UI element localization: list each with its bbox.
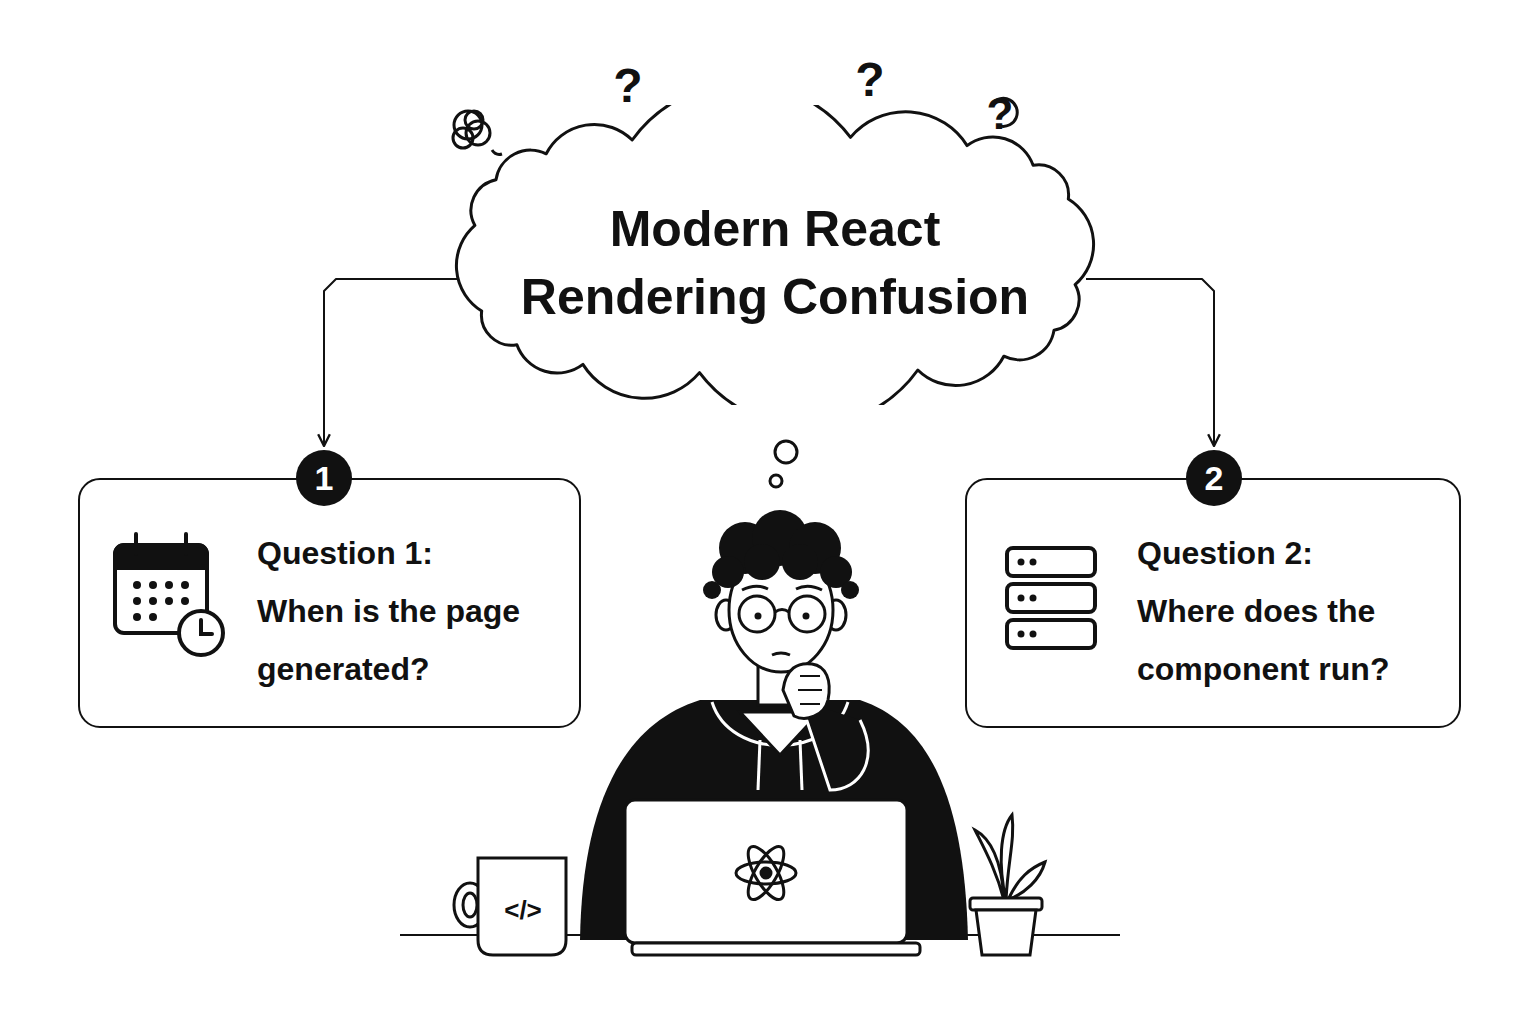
mug <box>478 858 566 955</box>
plant <box>970 898 1042 910</box>
laptop <box>736 842 796 905</box>
calendar-icon <box>115 545 207 568</box>
person <box>755 613 762 620</box>
person <box>783 664 829 719</box>
calendar-icon <box>165 597 173 605</box>
calendar-icon <box>133 581 141 589</box>
callout-number: 1 <box>315 461 334 495</box>
person <box>703 581 721 599</box>
cloud-title: Modern React Rendering Confusion <box>505 195 1045 331</box>
calendar-icon <box>134 534 138 554</box>
server-icon <box>1007 620 1095 648</box>
calendar-icon <box>184 534 188 554</box>
server-icon <box>1007 548 1095 576</box>
person <box>782 544 818 580</box>
person <box>803 613 810 620</box>
server-icon <box>1030 631 1037 638</box>
callout-number: 2 <box>1205 461 1224 495</box>
server-icon <box>1007 548 1095 648</box>
calendar-icon <box>181 581 189 589</box>
mug <box>454 858 566 955</box>
scribble <box>466 121 490 145</box>
question-heading: Question 1: <box>257 524 557 582</box>
question-text: Question 2:Where does the component run? <box>1137 524 1437 698</box>
scribble <box>465 111 483 129</box>
person <box>758 740 760 790</box>
mug <box>463 893 477 917</box>
person <box>739 586 825 655</box>
laptop <box>741 842 790 905</box>
thought-bubbles <box>770 475 782 487</box>
person <box>800 740 802 790</box>
question-mark: ? <box>613 62 642 110</box>
connector-arrow <box>324 279 464 446</box>
calendar-icon <box>165 581 173 589</box>
laptop <box>625 800 920 955</box>
thought-bubbles <box>770 441 797 487</box>
calendar-icon <box>181 597 189 605</box>
calendar-icon <box>115 534 223 655</box>
question-box: Question 2:Where does the component run?… <box>965 478 1461 728</box>
person <box>841 581 859 599</box>
laptop <box>761 868 771 878</box>
server-icon <box>1018 559 1025 566</box>
number-badge: 2 <box>1186 450 1242 506</box>
connector-arrow <box>1086 279 1214 446</box>
question-body: Where does the component run? <box>1137 582 1437 698</box>
server-icon <box>1007 584 1095 612</box>
question-heading: Question 2: <box>1137 524 1437 582</box>
person <box>744 544 780 580</box>
scribble <box>454 111 482 139</box>
person <box>772 653 790 655</box>
thought-bubbles <box>775 441 797 463</box>
person <box>789 596 825 632</box>
calendar-icon <box>149 613 157 621</box>
scribble <box>453 111 502 155</box>
server-icon <box>1018 595 1025 602</box>
calendar-icon <box>179 611 223 655</box>
laptop <box>632 943 920 955</box>
question-mark: ? <box>987 92 1014 136</box>
person <box>798 676 822 704</box>
question-text: Question 1:When is the page generated? <box>257 524 557 698</box>
thought-cloud: Modern React Rendering Confusion <box>440 105 1110 405</box>
plant <box>1008 862 1045 900</box>
calendar-icon <box>149 597 157 605</box>
mug-code-symbol: </> <box>504 897 542 923</box>
laptop <box>736 862 796 884</box>
calendar-icon <box>201 620 212 634</box>
cloud-text-area: Modern React Rendering Confusion <box>440 105 1110 405</box>
server-icon <box>1030 559 1037 566</box>
server-icon <box>1018 559 1037 638</box>
plant <box>970 815 1045 955</box>
scribble <box>453 128 473 148</box>
question-mark: ? <box>855 56 884 104</box>
server-icon <box>1030 595 1037 602</box>
question-body: When is the page generated? <box>257 582 557 698</box>
person <box>742 586 768 590</box>
laptop <box>741 842 790 905</box>
server-icon <box>1018 631 1025 638</box>
question-box: Question 1:When is the page generated?1 <box>78 478 581 728</box>
person <box>739 596 775 632</box>
calendar-icon <box>133 613 141 621</box>
calendar-icon <box>133 581 189 621</box>
calendar-icon <box>149 581 157 589</box>
plant <box>975 830 1004 900</box>
number-badge: 1 <box>296 450 352 506</box>
scribble <box>492 150 502 155</box>
person <box>703 510 859 599</box>
plant <box>1001 815 1013 900</box>
person <box>796 586 822 590</box>
person <box>775 610 789 613</box>
calendar-icon <box>133 597 141 605</box>
cloud-outline <box>456 105 1093 405</box>
plant <box>976 910 1036 955</box>
laptop <box>625 800 907 943</box>
